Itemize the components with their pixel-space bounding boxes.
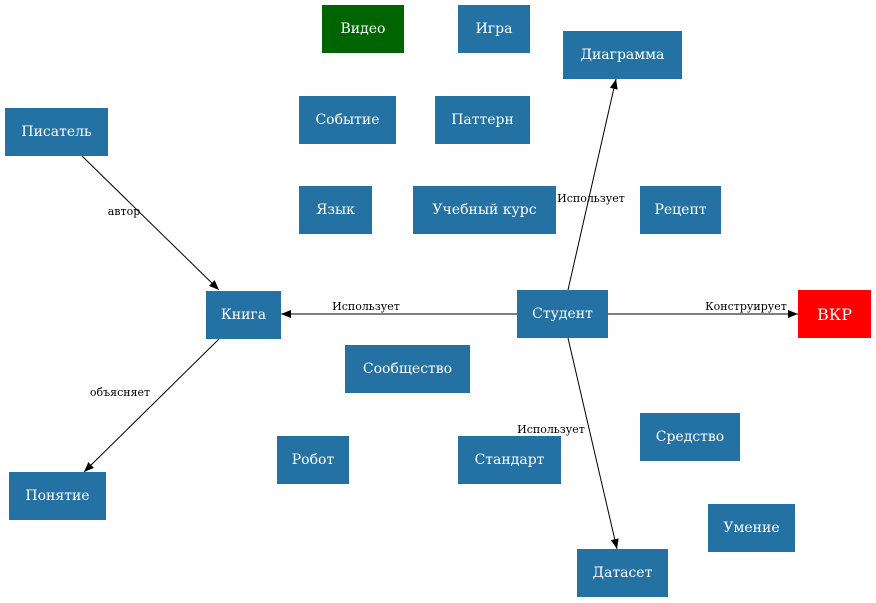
edge-kniga-ponyatie [83, 338, 220, 473]
node-ponyatie[interactable]: Понятие [9, 472, 106, 520]
node-robot[interactable]: Робот [277, 436, 349, 484]
edge-pisatel-kniga [81, 155, 220, 291]
node-video[interactable]: Видео [322, 5, 404, 53]
node-pisatel[interactable]: Писатель [5, 108, 108, 156]
node-standart[interactable]: Стандарт [458, 436, 561, 484]
node-yazyk[interactable]: Язык [299, 186, 372, 234]
node-diagramma[interactable]: Диаграмма [563, 31, 682, 79]
edge-student-diagramma [567, 78, 618, 291]
node-uchebny-kurs[interactable]: Учебный курс [413, 186, 556, 234]
node-sobytie[interactable]: Событие [299, 96, 396, 144]
node-pattern[interactable]: Паттерн [435, 96, 530, 144]
node-student[interactable]: Студент [517, 290, 608, 338]
edge-label-student-vkr: Конструирует [705, 300, 787, 313]
node-igra[interactable]: Игра [458, 5, 530, 53]
edge-label-kniga-ponyatie: объясняет [90, 386, 150, 399]
node-dataset[interactable]: Датасет [577, 549, 668, 597]
node-vkr[interactable]: ВКР [798, 290, 871, 338]
node-kniga[interactable]: Книга [206, 291, 281, 339]
node-soobshchestvo[interactable]: Сообщество [345, 345, 470, 393]
edge-student-dataset [567, 337, 619, 550]
edge-label-pisatel-kniga: автор [108, 205, 141, 218]
edge-label-student-dataset: Использует [517, 423, 585, 436]
edge-label-student-diagramma: Использует [557, 192, 625, 205]
node-sredstvo[interactable]: Средство [640, 413, 740, 461]
edge-label-student-kniga: Использует [332, 300, 400, 313]
node-recept[interactable]: Рецепт [640, 186, 721, 234]
node-umenie[interactable]: Умение [708, 504, 795, 552]
